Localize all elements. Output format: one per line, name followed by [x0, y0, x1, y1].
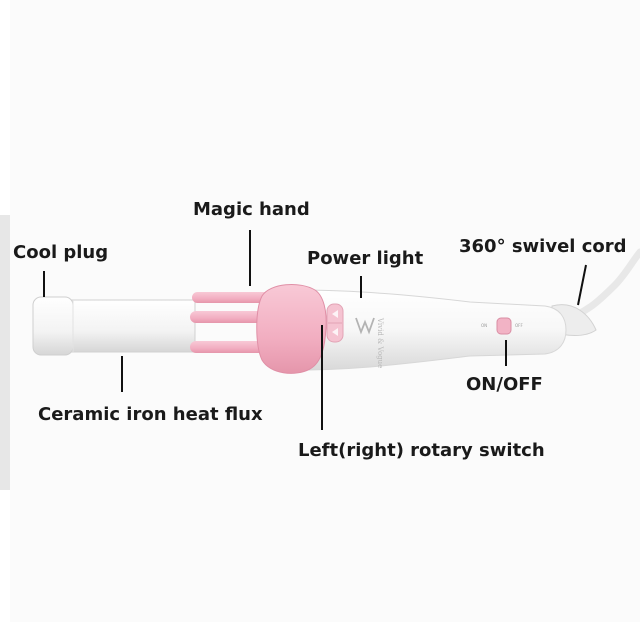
rotary-switch-label: Left(right) rotary switch [298, 442, 545, 460]
svg-text:OFF: OFF [515, 323, 523, 328]
power-light-label: Power light [307, 250, 423, 268]
on-off-slider [497, 318, 511, 334]
svg-text:ON: ON [481, 323, 487, 328]
svg-text:Vivid & Vogue: Vivid & Vogue [376, 317, 384, 368]
magic-hand-label: Magic hand [193, 201, 310, 219]
on-off-label: ON/OFF [466, 376, 543, 394]
cool-plug-tip [33, 297, 73, 355]
pointer-line [578, 265, 586, 305]
swivel-cord-label: 360° swivel cord [459, 238, 627, 256]
magic-hand-head [257, 284, 326, 373]
ceramic-heat-flux-label: Ceramic iron heat flux [38, 406, 263, 424]
cool-plug-label: Cool plug [13, 244, 108, 262]
